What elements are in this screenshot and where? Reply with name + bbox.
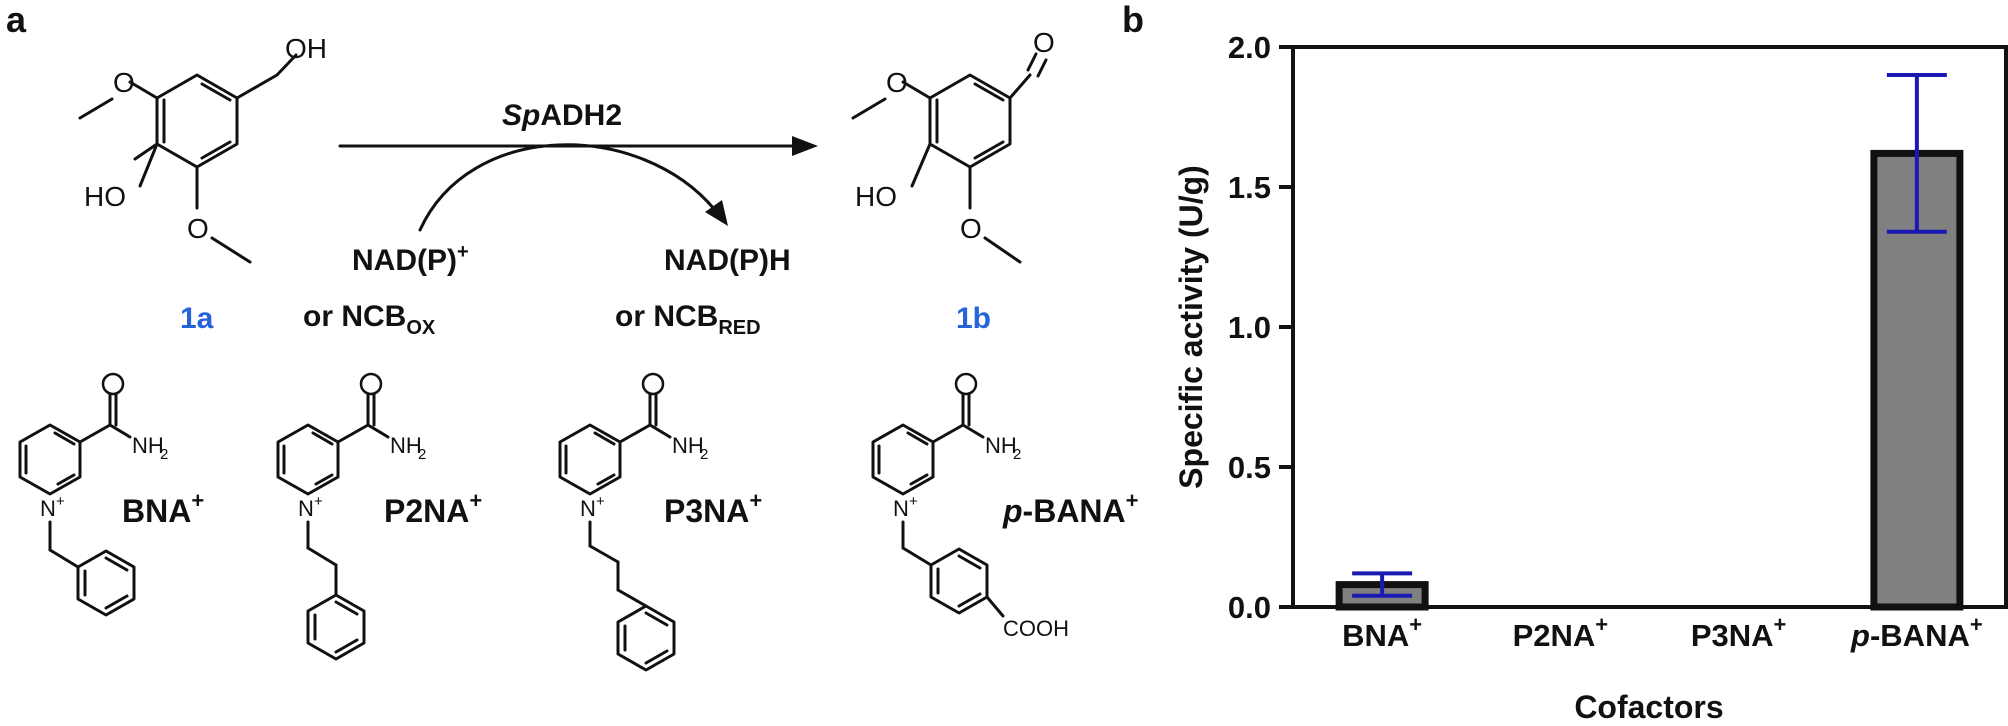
- x-axis-labels: BNA+ P2NA+ P3NA+ p-BANA+: [1342, 612, 1983, 653]
- ring: [928, 73, 1012, 169]
- y-axis-label: Specific activity (U/g): [1173, 165, 1209, 489]
- enzyme-suffix: ADH2: [540, 99, 622, 132]
- o-atom: O: [187, 213, 209, 244]
- enzyme-prefix: Sp: [502, 99, 540, 132]
- substrate-label: 1a: [180, 302, 214, 335]
- product-1b-structure: O O HO O: [851, 27, 1055, 264]
- x-tick-label-0: BNA+: [1342, 612, 1422, 653]
- o-atom: O: [113, 67, 135, 98]
- svg-text:NH: NH: [985, 433, 1017, 458]
- svg-text:2: 2: [1013, 446, 1021, 463]
- cofactor-name-p2na: P2NA+: [384, 488, 482, 529]
- y-axis: 0.0 0.5 1.0 1.5 2.0: [1228, 30, 1293, 625]
- o-atom: O: [960, 213, 982, 244]
- o-atom: O: [886, 67, 908, 98]
- panel-b-label: b: [1122, 0, 1144, 40]
- x-tick-label-2: P3NA+: [1691, 612, 1787, 653]
- svg-text:NH: NH: [672, 433, 704, 458]
- red-cofactor-alt-label: or NCBRED: [615, 300, 761, 339]
- red-cofactor-label: NAD(P)H: [664, 244, 791, 277]
- y-tick-label: 1.0: [1228, 310, 1271, 345]
- svg-text:NH: NH: [390, 433, 422, 458]
- cofactor-p2na-structure: NH2 N+: [276, 372, 426, 661]
- ho-atom: HO: [84, 181, 126, 212]
- cofactor-name-pbana: p-BANA+: [1002, 488, 1139, 529]
- svg-text:+: +: [909, 493, 918, 510]
- cofactor-bna-structure: NH2 N+: [18, 372, 168, 617]
- cofactor-name-bna: BNA+: [122, 488, 204, 529]
- cofactor-pbana-structure: NH2 N+ COOH: [871, 372, 1069, 641]
- x-axis-label: Cofactors: [1574, 689, 1723, 725]
- x-tick-label-3: p-BANA+: [1850, 612, 1983, 653]
- substrate-1a-structure: OH O HO O: [78, 33, 327, 264]
- panel-a-label: a: [6, 0, 27, 40]
- product-label: 1b: [956, 302, 991, 335]
- svg-text:+: +: [596, 493, 605, 510]
- svg-text:N: N: [893, 496, 909, 521]
- bars: [1335, 73, 1964, 611]
- bar-chart: 0.0 0.5 1.0 1.5 2.0 BNA+ P2NA+ P3NA+ p-BANA+ Sp…: [1173, 30, 2008, 725]
- svg-text:2: 2: [700, 446, 708, 463]
- ox-cofactor-alt-label: or NCBOX: [303, 300, 436, 339]
- ring: [155, 73, 239, 169]
- cofactor-name-p3na: P3NA+: [664, 488, 762, 529]
- svg-text:NH: NH: [132, 433, 164, 458]
- svg-text:2: 2: [418, 446, 426, 463]
- svg-text:+: +: [314, 493, 323, 510]
- enzyme-label: SpADH2: [502, 99, 622, 132]
- y-tick-label: 0.5: [1228, 450, 1271, 485]
- reaction-arrow: [338, 136, 818, 232]
- svg-text:+: +: [56, 493, 65, 510]
- oh-atom: OH: [285, 33, 327, 64]
- svg-text:N: N: [580, 496, 596, 521]
- svg-text:N: N: [40, 496, 56, 521]
- o-atom: O: [1033, 27, 1055, 58]
- y-tick-label: 1.5: [1228, 170, 1271, 205]
- x-tick-label-1: P2NA+: [1513, 612, 1609, 653]
- svg-text:2: 2: [160, 446, 168, 463]
- y-tick-label: 2.0: [1228, 30, 1271, 65]
- svg-text:N: N: [298, 496, 314, 521]
- y-tick-label: 0.0: [1228, 590, 1271, 625]
- svg-text:COOH: COOH: [1003, 616, 1069, 641]
- ox-cofactor-label: NAD(P)+: [352, 241, 469, 277]
- ho-atom: HO: [855, 181, 897, 212]
- cofactor-p3na-structure: NH2 N+: [558, 372, 708, 672]
